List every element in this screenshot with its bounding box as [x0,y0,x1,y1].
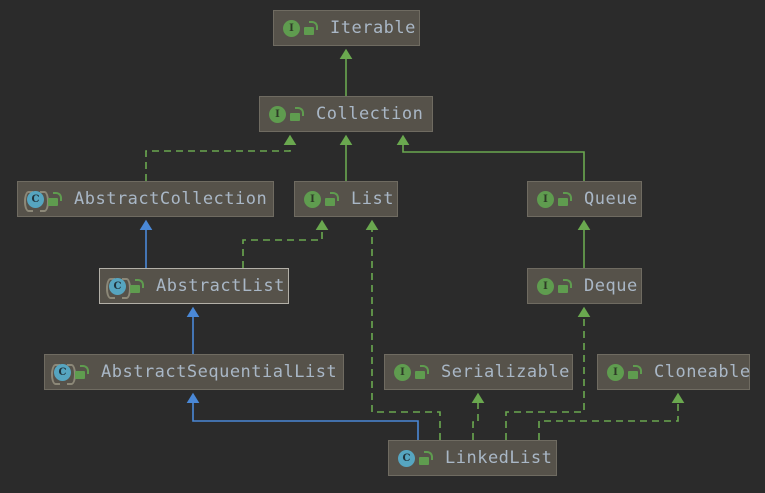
node-icon-group: C [51,363,89,385]
public-unlocked-icon [558,278,572,294]
class-node-label: AbstractSequentialList [101,362,338,382]
class-node-collection[interactable]: I Collection [259,96,433,132]
abstract-class-icon: C [51,363,76,385]
class-node-label: Queue [584,189,638,209]
class-node-queue[interactable]: I Queue [527,181,642,217]
node-icon-group: I [267,105,304,124]
interface-icon: I [535,190,554,209]
public-unlocked-icon [415,364,429,380]
interface-icon: I [605,363,624,382]
public-unlocked-icon [304,20,318,36]
node-icon-group: I [605,363,642,382]
class-node-label: AbstractCollection [74,189,268,209]
class-node-iterable[interactable]: I Iterable [273,10,420,46]
class-node-label: AbstractList [156,276,285,296]
public-unlocked-icon [419,450,433,466]
class-icon: C [396,449,415,468]
edge-abstract-collection-to-collection [145,134,297,181]
interface-icon: I [392,363,411,382]
class-node-list[interactable]: I List [294,181,398,217]
abstract-class-icon: C [106,277,131,299]
class-node-cloneable[interactable]: I Cloneable [597,354,750,390]
public-unlocked-icon [558,191,572,207]
class-node-label: Cloneable [654,362,751,382]
public-unlocked-icon [628,364,642,380]
class-node-abstract-sequential-list[interactable]: C AbstractSequentialList [44,354,344,390]
interface-icon: I [267,105,286,124]
edge-queue-to-collection [396,134,585,181]
edge-linked-list-to-deque [505,306,591,440]
interface-icon: I [302,190,321,209]
public-unlocked-icon [290,106,304,122]
node-icon-group: I [302,190,339,209]
class-node-label: Collection [316,104,424,124]
class-node-label: LinkedList [445,448,553,468]
class-node-label: Serializable [441,362,570,382]
class-node-abstract-collection[interactable]: C AbstractCollection [17,181,274,217]
class-node-abstract-list[interactable]: C AbstractList [99,268,289,304]
class-node-label: Iterable [330,18,416,38]
node-icon-group: I [392,363,429,382]
node-icon-group: C [24,190,62,212]
public-unlocked-icon [75,364,89,380]
edge-linked-list-to-serializable [471,392,485,440]
edge-linked-list-to-list [365,219,441,440]
node-icon-group: I [535,190,572,209]
abstract-class-icon: C [24,190,49,212]
class-node-label: List [351,189,394,209]
node-icon-group: C [106,277,144,299]
class-node-linked-list[interactable]: C LinkedList [388,440,557,476]
class-node-serializable[interactable]: I Serializable [384,354,573,390]
public-unlocked-icon [48,191,62,207]
edge-linked-list-to-cloneable [538,392,685,440]
node-icon-group: I [281,19,318,38]
public-unlocked-icon [130,278,144,294]
edge-linked-list-to-abstract-sequential-list [186,392,419,440]
edge-abstract-list-to-list [242,219,329,268]
class-node-deque[interactable]: I Deque [527,268,642,304]
public-unlocked-icon [325,191,339,207]
interface-icon: I [281,19,300,38]
class-node-label: Deque [584,276,638,296]
node-icon-group: C [396,449,433,468]
node-icon-group: I [535,277,572,296]
interface-icon: I [535,277,554,296]
